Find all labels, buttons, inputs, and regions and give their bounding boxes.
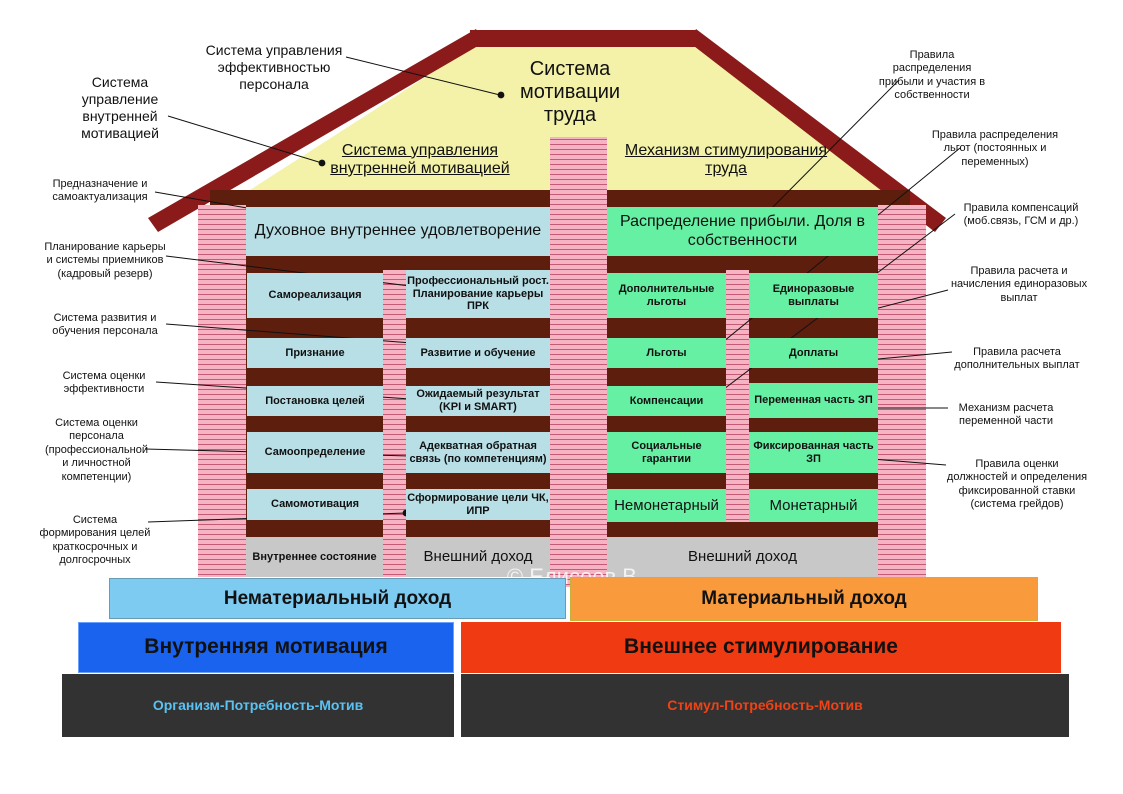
connector-pribyl bbox=[763, 79, 900, 217]
connector-dopl bbox=[867, 351, 953, 361]
cell-fiksirovannaya: Фиксированная часть ЗП bbox=[749, 432, 878, 473]
cell-vnutrennee: Внутреннее состояние bbox=[246, 537, 383, 577]
cell-samoopredelenie: Самоопределение bbox=[247, 432, 383, 473]
label-pr-edinoraz: Правила расчета и начисления единоразовы… bbox=[950, 265, 1088, 304]
cell-samomotivaciya: Самомотивация bbox=[247, 489, 383, 520]
block-stim-motiv: Стимул-Потребность-Мотив bbox=[461, 674, 1069, 737]
roof-right-slope bbox=[690, 29, 946, 232]
label-ocenki-pers: Система оценки персонала (профессиональн… bbox=[45, 417, 148, 483]
cell-lgoty: Льготы bbox=[607, 338, 726, 368]
roof-title: Система мотивации труда bbox=[519, 58, 621, 126]
cell-ozhidaemyi: Ожидаемый результат (KPI и SMART) bbox=[406, 386, 550, 416]
dot-vnutr bbox=[318, 159, 326, 167]
label-pr-pribyli: Правила распределения прибыли и участия … bbox=[878, 49, 986, 102]
connector-eff bbox=[345, 56, 501, 96]
column-right-inner bbox=[726, 270, 749, 522]
label-planirovanie: Планирование карьеры и системы приемнико… bbox=[44, 241, 166, 280]
cell-sformirovanie: Сформирование цели ЧК, ИПР bbox=[406, 489, 550, 520]
cell-priznanie: Признание bbox=[247, 338, 383, 368]
block-org-motiv: Организм-Потребность-Мотив bbox=[62, 674, 454, 737]
roof-left-slope bbox=[148, 29, 483, 232]
cell-razvitie: Развитие и обучение bbox=[406, 338, 550, 368]
cell-peremennaya: Переменная часть ЗП bbox=[749, 383, 878, 418]
block-nematerialnyi: Нематериальный доход bbox=[109, 578, 566, 619]
label-sist-upr-vnutr: Система управление внутренней мотивацией bbox=[81, 74, 159, 142]
label-ocenki-eff: Система оценки эффективности bbox=[62, 370, 146, 396]
band-spiritual: Духовное внутреннее удовлетворение bbox=[246, 207, 550, 256]
label-pr-lgot: Правила распределения льгот (постоянных … bbox=[931, 129, 1059, 168]
column-left-outer bbox=[198, 205, 246, 577]
roof-right-label: Механизм стимулирования труда bbox=[624, 141, 828, 177]
block-materialnyi: Материальный доход bbox=[570, 577, 1038, 621]
label-prednaznachenie: Предназначение и самоактуализация bbox=[52, 178, 148, 204]
label-mehanizm-per: Механизм расчета переменной части bbox=[958, 402, 1054, 428]
cell-prof-rost: Профессиональный рост. Планирование карь… bbox=[406, 270, 550, 318]
connector-vnutr bbox=[167, 115, 323, 164]
label-pr-doplat: Правила расчета дополнительных выплат bbox=[954, 346, 1080, 372]
roof-ridge bbox=[470, 30, 697, 47]
chimney bbox=[550, 137, 607, 587]
dot-eff bbox=[497, 91, 505, 99]
block-vnesh-stimul: Внешнее стимулирование bbox=[461, 622, 1061, 673]
label-razvitiya: Система развития и обучения персонала bbox=[52, 312, 158, 338]
cell-kompensacii: Компенсации bbox=[607, 386, 726, 416]
label-pr-komp: Правила компенсаций (моб.связь, ГСМ и др… bbox=[963, 202, 1079, 228]
label-pr-ocenki: Правила оценки должностей и определения … bbox=[946, 458, 1088, 511]
cell-adekvatnaya: Адекватная обратная связь (по компетенци… bbox=[406, 432, 550, 473]
label-formirovaniya: Система формирования целей краткосрочных… bbox=[39, 514, 151, 567]
cell-dop-lgoty: Дополнительные льготы bbox=[607, 273, 726, 318]
column-right-outer bbox=[878, 205, 926, 577]
cell-socialnye: Социальные гарантии bbox=[607, 432, 726, 473]
column-left-inner bbox=[383, 270, 406, 577]
cell-vneshnii-right: Внешний доход bbox=[607, 537, 878, 577]
cell-nemonetarnyi: Немонетарный bbox=[607, 489, 726, 522]
cell-samorealizaciya: Самореализация bbox=[247, 273, 383, 318]
cell-vneshnii-left: Внешний доход bbox=[406, 537, 550, 577]
cell-postanovka: Постановка целей bbox=[247, 386, 383, 416]
cell-monetarnyi: Монетарный bbox=[749, 489, 878, 522]
roof-left-label: Система управления внутренней мотивацией bbox=[330, 141, 510, 177]
label-sist-upr-eff: Система управления эффективностью персон… bbox=[205, 42, 343, 93]
block-vnutr-motivaciya: Внутренняя мотивация bbox=[78, 622, 454, 673]
cell-doplaty: Доплаты bbox=[749, 338, 878, 368]
band-profit: Распределение прибыли. Доля в собственно… bbox=[607, 207, 878, 256]
cell-edinorazovye: Единоразовые выплаты bbox=[749, 273, 878, 318]
